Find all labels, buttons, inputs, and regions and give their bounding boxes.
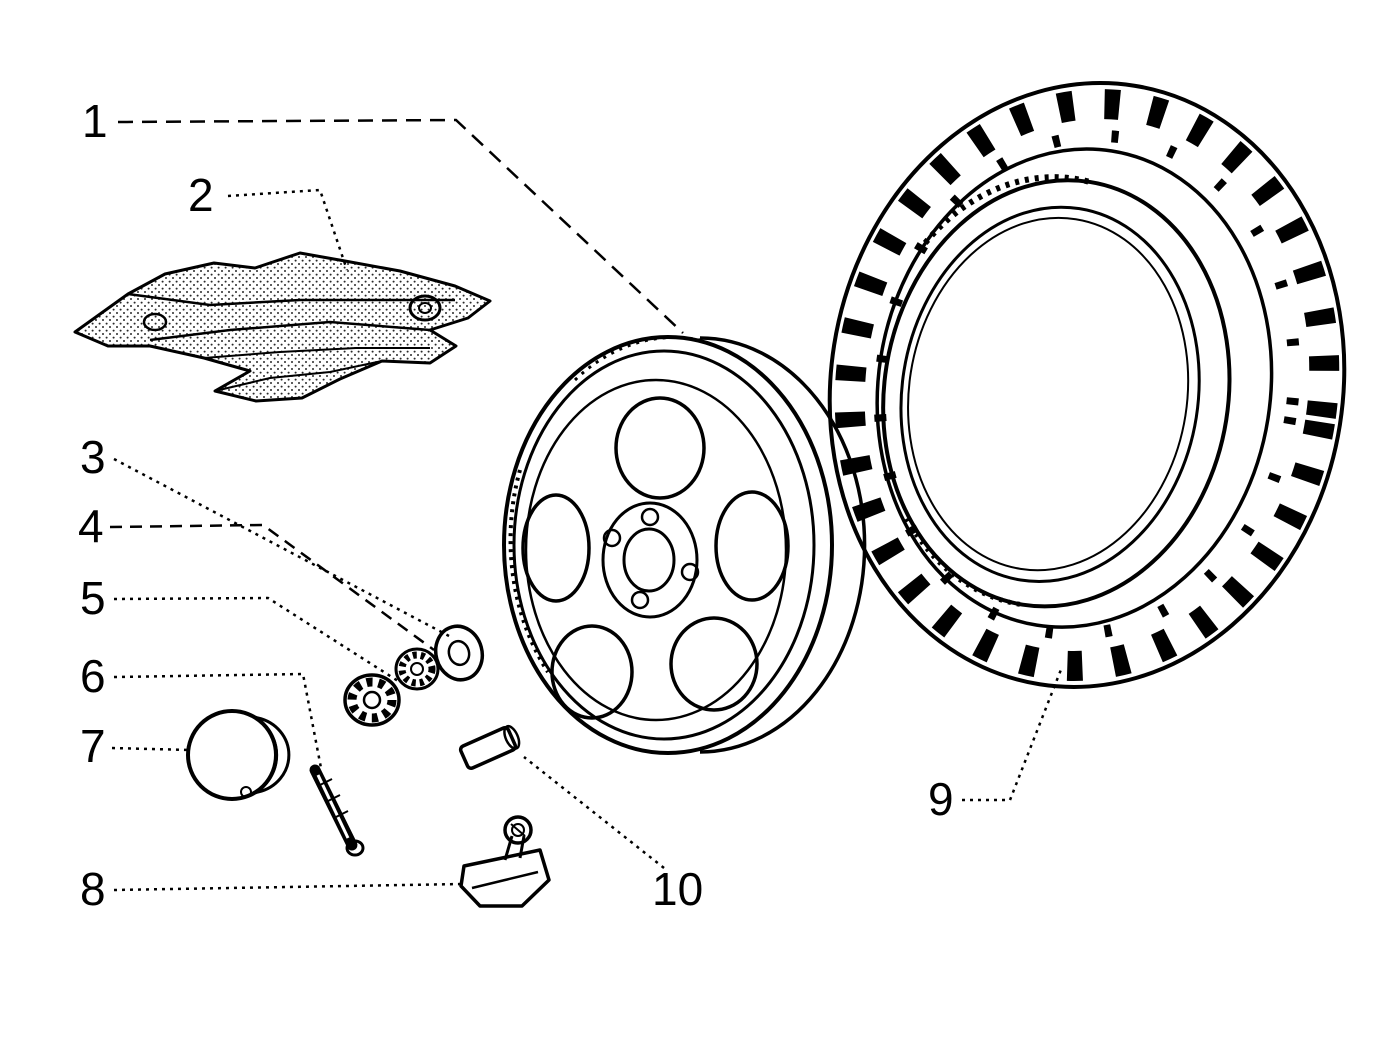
bracket-fold-line-2 [149, 320, 431, 342]
bracket-dimple [142, 312, 168, 332]
part-drawing-wheel-rim [502, 335, 867, 755]
rim-spoke-hole-right [714, 490, 790, 602]
callout-label-2: 2 [188, 169, 214, 221]
leader-line-9 [962, 666, 1064, 802]
bracket-hole-outer [408, 294, 442, 322]
leader-line-10 [523, 756, 665, 869]
callout-label-9: 9 [928, 773, 954, 825]
callout-label-3: 3 [80, 431, 106, 483]
valve-stem-right [518, 835, 526, 859]
stud-tip [345, 839, 365, 857]
stud-shaft-highlight [316, 774, 350, 839]
part-drawing-spacer-pin [458, 724, 521, 771]
rim-hub-bore [622, 527, 676, 593]
flanged-nut-outline [343, 673, 401, 727]
tire-tread-blocks [834, 89, 1340, 681]
rim-hub-outline [601, 501, 699, 619]
valve-foot-detail [471, 870, 539, 890]
rim-spoke-hole-left [521, 493, 591, 603]
rim-bolt-hole-top [640, 507, 660, 527]
bracket-fold-line-4 [214, 360, 383, 392]
tire-bead-inner-ring [907, 216, 1190, 572]
valve-foot [459, 848, 551, 908]
rim-bolt-hole-left [602, 528, 622, 548]
callout-label-1: 1 [82, 95, 108, 147]
rim-barrel-arc [699, 336, 867, 754]
ridged-nut-bore [410, 662, 424, 676]
part-drawing-valve [459, 815, 551, 908]
stud-thread-tick-3 [333, 810, 349, 819]
spacer-pin-end [503, 724, 521, 750]
bracket-fold-line-1 [127, 292, 455, 307]
part-drawing-fastener-stack [343, 624, 485, 727]
callout-label-10: 10 [652, 863, 703, 915]
flanged-nut-bore [362, 690, 382, 710]
rim-spoke-hole-bottom-right [669, 616, 759, 712]
bracket-fold-line-3 [203, 347, 430, 359]
callout-label-6: 6 [80, 650, 106, 702]
callout-labels: 1 2 3 4 5 6 7 8 9 10 [78, 95, 954, 915]
leader-line-7 [111, 746, 191, 752]
hub-cap-notch [240, 786, 252, 798]
rim-bolt-hole-right [680, 562, 700, 582]
tire-sidewall-shading-arc [922, 174, 1091, 245]
callout-label-4: 4 [78, 500, 104, 552]
stud-thread-tick-2 [325, 794, 341, 803]
tire-bead-ring [899, 205, 1201, 583]
washer-bore [447, 639, 471, 667]
leader-lines [109, 118, 1064, 892]
callout-label-7: 7 [80, 720, 106, 772]
tire-outer-outline [827, 81, 1347, 689]
part-drawing-bracket-plate [73, 251, 492, 403]
rim-lip-ring [512, 349, 816, 741]
rim-outer-outline [502, 335, 834, 755]
part-drawing-hub-cap [186, 709, 291, 801]
leader-line-4 [109, 523, 435, 652]
ridged-nut-knurl [398, 651, 436, 687]
rim-face-ring [524, 378, 788, 722]
part-drawing-stud [309, 764, 365, 857]
flanged-nut-castellation [347, 677, 397, 723]
valve-head-inner [511, 823, 525, 837]
rim-shading-arc-left [508, 469, 550, 674]
leader-line-3 [113, 457, 450, 638]
leader-line-8 [113, 882, 463, 892]
ridged-nut-outline [394, 647, 440, 691]
bracket-hole-inner [418, 302, 432, 314]
washer-outline [433, 624, 485, 682]
valve-head [503, 815, 533, 845]
rim-bolt-hole-bottom [630, 590, 650, 610]
callout-label-5: 5 [80, 572, 106, 624]
stud-thread-tick-1 [317, 778, 333, 787]
part-drawing-tire [827, 81, 1347, 689]
callout-label-8: 8 [80, 863, 106, 915]
spacer-pin-body [458, 725, 518, 771]
tire-sidewall-ridge [881, 178, 1232, 609]
tire-shoulder-line [875, 147, 1274, 629]
rim-spoke-hole-top [614, 396, 706, 500]
tire-tread-inner-marks [873, 129, 1301, 641]
valve-head-slot [510, 823, 526, 837]
leader-line-5 [113, 596, 399, 683]
tire-lower-shading-arc [904, 517, 1026, 608]
rim-spoke-hole-bottom-left [550, 624, 634, 720]
leader-line-1 [117, 118, 684, 334]
hub-cap-edge-arc [261, 721, 279, 789]
